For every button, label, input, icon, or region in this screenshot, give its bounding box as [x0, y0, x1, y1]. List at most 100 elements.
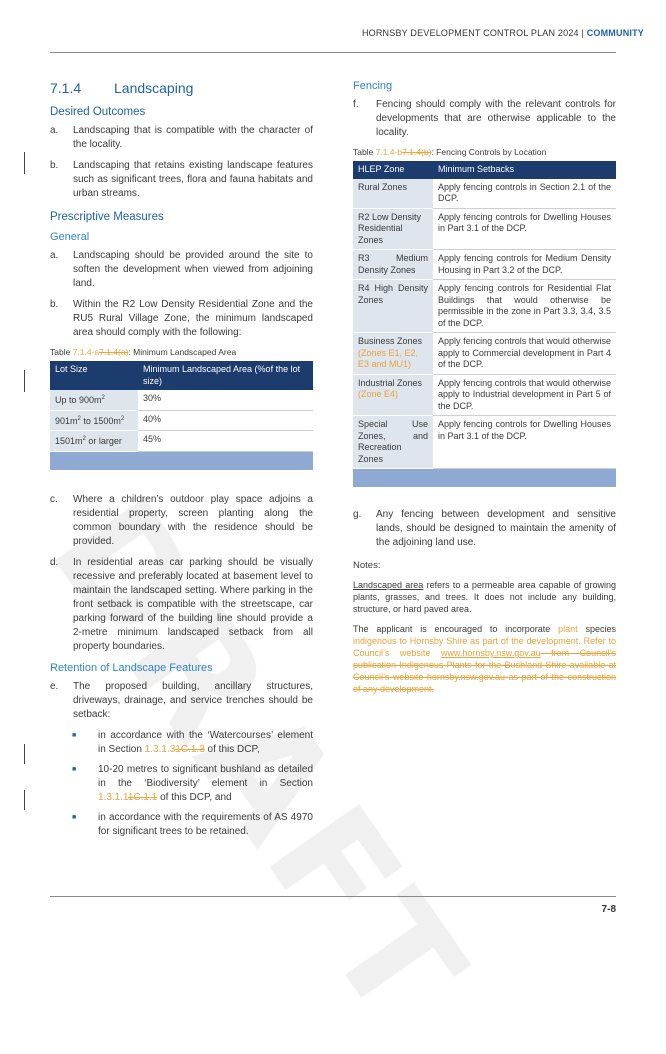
list-item: e. The proposed building, ancillary struc…	[50, 680, 313, 722]
caption-prefix: Table	[353, 147, 376, 157]
caption-suffix: : Minimum Landscaped Area	[128, 347, 237, 357]
zone-cell: Special Use Zones, and Recreation Zones	[353, 415, 433, 469]
item-label: f.	[353, 99, 359, 110]
item-text: The proposed building, ancillary structu…	[73, 680, 313, 720]
control-cell: Apply fencing controls for Dwelling Hous…	[433, 208, 616, 250]
item-text: Where a children’s outdoor play space ad…	[73, 493, 313, 547]
bullet-item: ■in accordance with the requirements of …	[72, 811, 313, 839]
cell-text: Business Zones	[358, 336, 423, 346]
inserted-text: 1.3.1.3	[144, 743, 176, 755]
area-cell: 40%	[138, 410, 313, 431]
list-item: g.Any fencing between development and se…	[353, 508, 616, 550]
item-text: In residential areas car parking should …	[73, 556, 313, 652]
item-label: d.	[50, 556, 59, 568]
zone-cell: Business Zones (Zones E1, E2, E3 and MU1…	[353, 332, 433, 375]
change-bar	[24, 152, 25, 174]
text-run: of this DCP, and	[157, 791, 232, 803]
change-bar	[24, 370, 25, 392]
note-text: refers to a permeable area capable of gr…	[353, 580, 617, 614]
header-rule	[50, 52, 616, 53]
section-number: 7.1.4	[50, 80, 82, 96]
section-title: Landscaping	[114, 80, 194, 96]
table-header-row: Lot Size Minimum Landscaped Area (%of th…	[50, 361, 313, 390]
item-label: b.	[50, 299, 59, 310]
control-cell: Apply fencing controls that would otherw…	[433, 374, 616, 416]
item-label: a.	[50, 250, 59, 261]
table-row: Business Zones (Zones E1, E2, E3 and MU1…	[353, 332, 616, 375]
control-cell: Apply fencing controls for Dwelling Hous…	[433, 415, 616, 469]
defined-term: Landscaped area	[353, 580, 424, 590]
bullet-text: 10-20 metres to significant bushland as …	[98, 763, 313, 805]
note-text: The applicant is encouraged to incorpora…	[353, 624, 559, 634]
zone-cell: R2 Low Density Residential Zones	[353, 208, 433, 250]
control-cell: Apply fencing controls that would otherw…	[433, 332, 616, 375]
control-cell: Apply fencing controls for Medium Densit…	[433, 249, 616, 280]
item-label: e.	[50, 680, 59, 692]
list-item: c.Where a children’s outdoor play space …	[50, 493, 313, 549]
page-header: HORNSBY DEVELOPMENT CONTROL PLAN 2024 | …	[362, 28, 644, 38]
header-separator: |	[578, 28, 587, 38]
area-cell: 45%	[138, 430, 313, 452]
text-run: in accordance with the ‘Watercourses’ el…	[98, 729, 313, 755]
inserted-text: indigenous to Hornsby Shire as part of t…	[353, 636, 616, 658]
caption-inserted: 7.1.4-b	[375, 147, 403, 157]
bullet-icon: ■	[72, 731, 77, 739]
council-website-link[interactable]: www.hornsby.nsw.gov.au	[440, 648, 541, 658]
header-section: COMMUNITY	[586, 28, 644, 38]
item-text: Any fencing between development and sens…	[376, 509, 616, 548]
table-row: Industrial Zones (Zone E4)Apply fencing …	[353, 374, 616, 416]
table-row: 1501m2 or larger 45%	[50, 430, 313, 452]
cell-text: Up to 900m	[55, 395, 102, 405]
caption-deleted: 7.1.4(b)	[402, 147, 432, 157]
change-bar	[24, 790, 25, 810]
cell-text: Industrial Zones	[358, 377, 423, 388]
zone-cell: Industrial Zones (Zone E4)	[353, 374, 433, 416]
caption-prefix: Table	[50, 347, 73, 357]
cell-text: 1501m	[55, 436, 83, 446]
control-cell: Apply fencing controls in Section 2.1 of…	[433, 178, 616, 209]
desired-outcomes-heading: Desired Outcomes	[50, 106, 146, 118]
inserted-text: 1.3.1.1	[98, 791, 128, 803]
deleted-text: 1C.1.3	[175, 743, 205, 755]
bullet-icon: ■	[72, 765, 77, 773]
table-row: Up to 900m2 30%	[50, 390, 313, 411]
table-footer-row	[50, 451, 313, 471]
text-run: 10-20 metres to significant bushland as …	[98, 763, 313, 789]
text-run: of this DCP,	[204, 743, 260, 755]
column-header: HLEP Zone	[353, 161, 433, 179]
section-heading: 7.1.4 Landscaping	[50, 80, 313, 96]
superscript: 2	[82, 436, 86, 442]
item-text: Fencing should comply with the relevant …	[376, 99, 616, 138]
zone-cell: Rural Zones	[353, 178, 433, 209]
column-header: Minimum Setbacks	[433, 161, 616, 179]
table-row: 901m2 to 1500m2 40%	[50, 410, 313, 431]
cell-text: 901m	[55, 415, 78, 426]
left-column: 7.1.4 Landscaping Desired Outcomes a.Land…	[50, 78, 313, 845]
list-item: f. Fencing should comply with the relevan…	[353, 98, 616, 140]
note-landscaped-area: Landscaped area refers to a permeable ar…	[353, 579, 616, 615]
zone-cell: R3 Medium Density Zones	[353, 249, 433, 280]
item-text: Within the R2 Low Density Residential Zo…	[73, 299, 313, 338]
column-header: Lot Size	[50, 361, 138, 390]
superscript: 2	[77, 415, 81, 422]
list-item: b. Within the R2 Low Density Residential …	[50, 298, 313, 340]
caption-deleted: 7.1.4(a)	[99, 347, 129, 357]
list-item: a.Landscaping that is compatible with th…	[50, 124, 313, 152]
caption-suffix: : Fencing Controls by Location	[431, 147, 547, 157]
area-cell: 30%	[138, 390, 313, 411]
footer-rule	[50, 896, 616, 897]
cell-text: or larger	[85, 436, 122, 446]
retention-subheading: Retention of Landscape Features	[50, 661, 213, 674]
note-text: species	[577, 624, 616, 634]
item-label: a.	[50, 125, 59, 136]
header-title: HORNSBY DEVELOPMENT CONTROL PLAN 2024	[361, 28, 579, 38]
right-column: Fencing f.Fencing should comply with the…	[353, 78, 616, 703]
column-header: Minimum Landscaped Area (%of the lot siz…	[138, 361, 313, 390]
prescriptive-heading: Prescriptive Measures	[50, 211, 164, 223]
